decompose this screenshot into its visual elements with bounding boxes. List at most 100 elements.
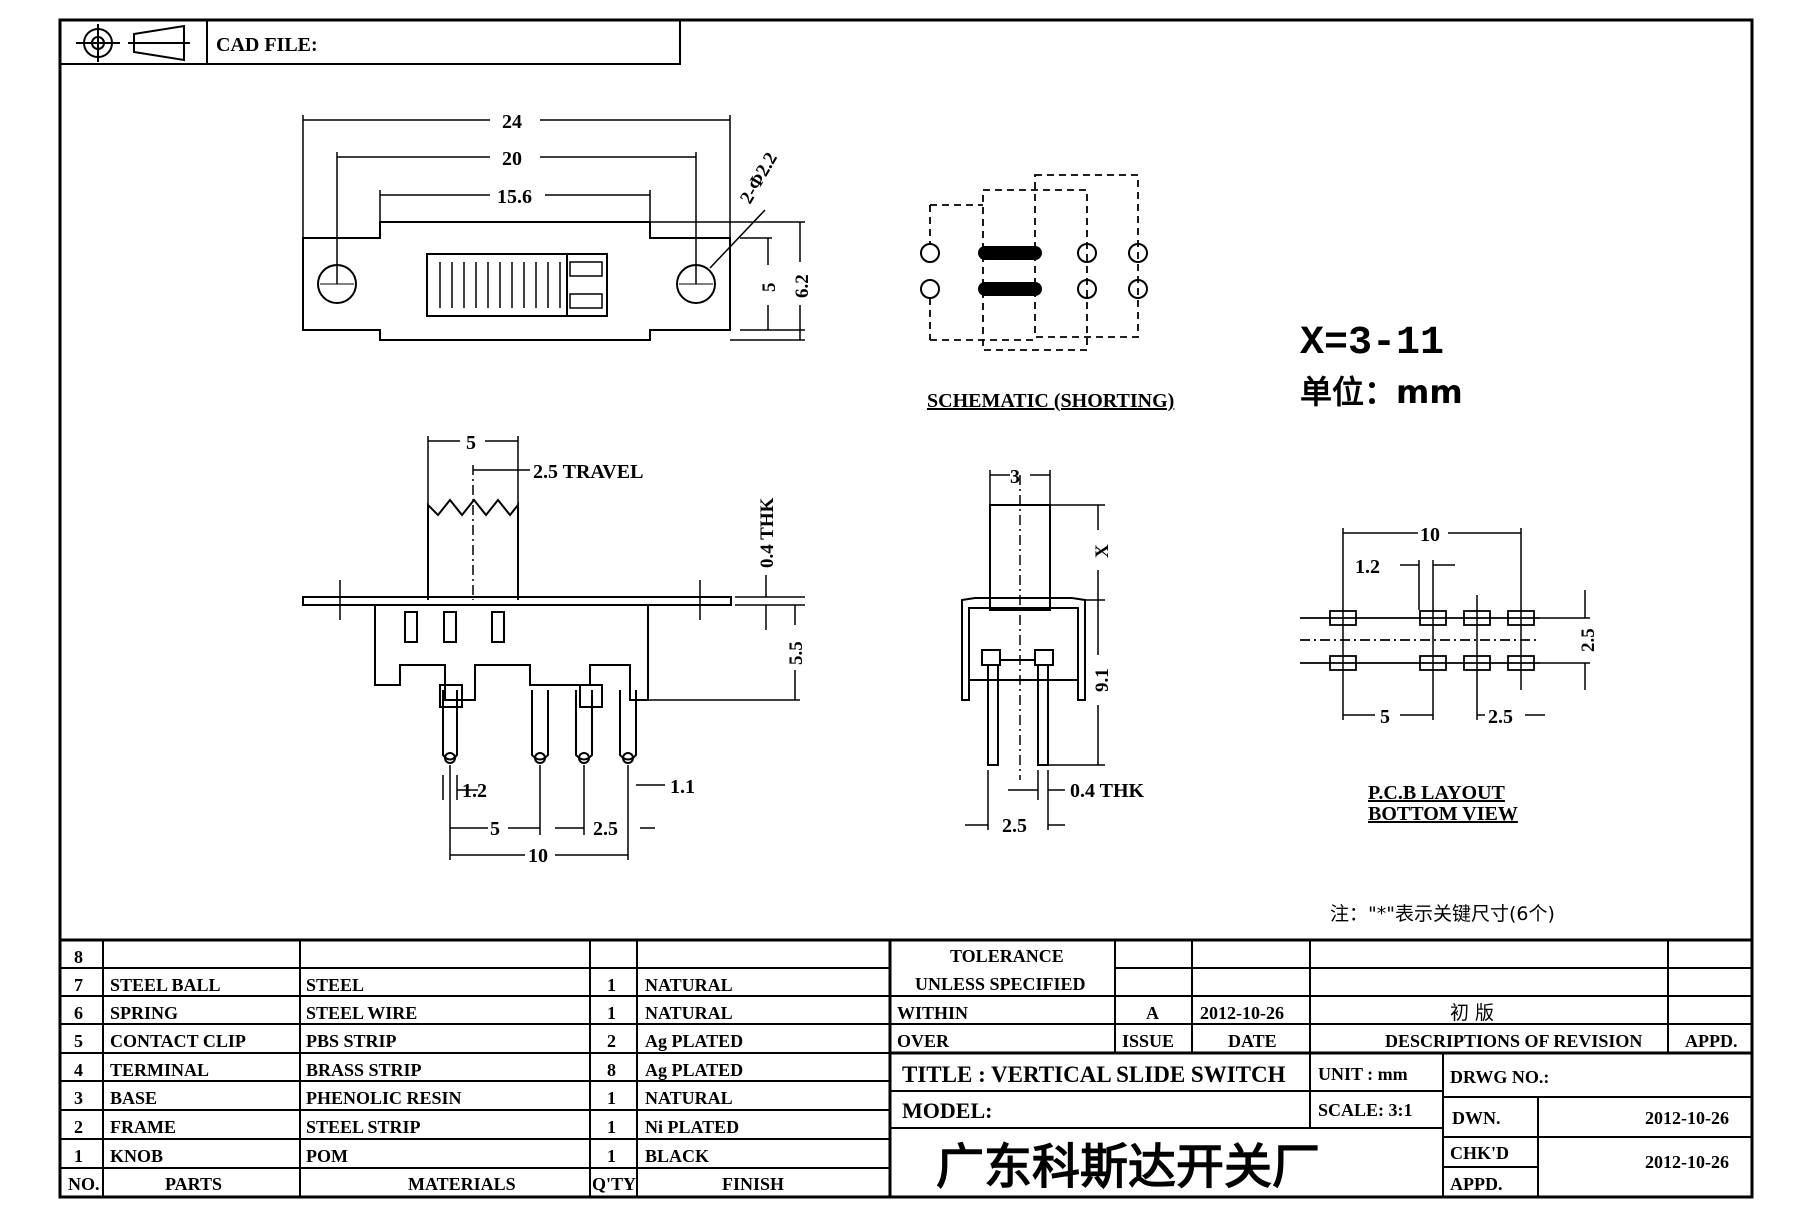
svg-text:1: 1 <box>607 1146 616 1166</box>
dim-20: 20 <box>502 148 522 170</box>
svg-text:BLACK: BLACK <box>645 1146 709 1166</box>
end-dim-3: 3 <box>1010 466 1020 488</box>
projection-symbol-icon <box>76 24 190 62</box>
side-dim-1-2: 1.2 <box>462 780 487 802</box>
revision-desc: 初 版 <box>1450 1002 1494 1024</box>
unit-label: UNIT : mm <box>1318 1064 1408 1084</box>
side-dim-1-1: 1.1 <box>670 776 695 798</box>
footnote: 注："*"表示关键尺寸(6个) <box>1330 903 1555 925</box>
side-dim-10: 10 <box>528 845 548 867</box>
tolerance-label: TOLERANCE <box>950 946 1064 966</box>
svg-text:8: 8 <box>74 947 83 967</box>
table-row: 8 <box>74 947 83 967</box>
svg-text:KNOB: KNOB <box>110 1146 163 1166</box>
date-value: 2012-10-26 <box>1200 1003 1284 1023</box>
model-label: MODEL: <box>902 1098 992 1123</box>
svg-text:8: 8 <box>607 1060 616 1080</box>
svg-text:4: 4 <box>74 1060 83 1080</box>
dim-24: 24 <box>502 111 522 133</box>
svg-text:1: 1 <box>607 1117 616 1137</box>
pcb-label-2: BOTTOM VIEW <box>1368 803 1518 825</box>
svg-text:PARTS: PARTS <box>165 1174 222 1194</box>
svg-text:NATURAL: NATURAL <box>645 1088 733 1108</box>
dim-6-2: 6.2 <box>792 274 813 298</box>
cad-file-label: CAD FILE: <box>216 34 318 56</box>
drawn-label: DWN. <box>1452 1108 1501 1128</box>
side-dim-5b: 5 <box>490 818 500 840</box>
unit-note: 单位：mm <box>1300 373 1463 411</box>
svg-text:NO.: NO. <box>68 1174 100 1194</box>
table-row: 1 KNOB POM 1 BLACK <box>74 1146 709 1166</box>
appd-label: APPD. <box>1685 1031 1738 1051</box>
x-value-label: X=3-11 <box>1300 321 1444 366</box>
svg-text:CONTACT CLIP: CONTACT CLIP <box>110 1031 246 1051</box>
table-row: 4 TERMINAL BRASS STRIP 8 Ag PLATED <box>74 1060 743 1080</box>
schematic-diagram <box>920 174 1148 351</box>
drawing-title: TITLE : VERTICAL SLIDE SWITCH <box>902 1062 1286 1087</box>
pcb-dim-5: 5 <box>1380 706 1390 728</box>
svg-text:FINISH: FINISH <box>722 1174 784 1194</box>
end-view <box>961 470 1105 830</box>
approved-label: APPD. <box>1450 1174 1503 1194</box>
drawn-date: 2012-10-26 <box>1645 1108 1729 1128</box>
svg-text:STEEL BALL: STEEL BALL <box>110 975 221 995</box>
svg-text:MATERIALS: MATERIALS <box>408 1174 516 1194</box>
schematic-label: SCHEMATIC (SHORTING) <box>927 390 1174 412</box>
end-dim-9-1: 9.1 <box>1092 668 1113 692</box>
svg-text:Ni PLATED: Ni PLATED <box>645 1117 739 1137</box>
svg-text:3: 3 <box>74 1088 83 1108</box>
drawing-number-label: DRWG NO.: <box>1450 1067 1549 1087</box>
svg-text:Ag PLATED: Ag PLATED <box>645 1060 743 1080</box>
table-row: 3 BASE PHENOLIC RESIN 1 NATURAL <box>74 1088 733 1108</box>
pcb-dim-1-2: 1.2 <box>1355 556 1380 578</box>
side-dim-2-5: 2.5 <box>593 818 618 840</box>
svg-text:STEEL: STEEL <box>306 975 364 995</box>
table-row: 5 CONTACT CLIP PBS STRIP 2 Ag PLATED <box>74 1031 743 1051</box>
svg-text:1: 1 <box>607 1003 616 1023</box>
svg-text:PHENOLIC RESIN: PHENOLIC RESIN <box>306 1088 462 1108</box>
svg-text:STEEL WIRE: STEEL WIRE <box>306 1003 417 1023</box>
side-dim-5: 5 <box>466 432 476 454</box>
svg-text:STEEL STRIP: STEEL STRIP <box>306 1117 421 1137</box>
side-dim-thk: 0.4 THK <box>757 497 778 568</box>
scale-label: SCALE: 3:1 <box>1318 1100 1413 1120</box>
issue-value: A <box>1146 1003 1159 1023</box>
end-dim-x: X <box>1092 544 1113 558</box>
svg-text:2: 2 <box>607 1031 616 1051</box>
header-box <box>59 19 681 65</box>
svg-text:1: 1 <box>607 1088 616 1108</box>
table-header-row: NO. PARTS MATERIALS Q'TY FINISH <box>68 1174 784 1194</box>
pcb-dim-2-5: 2.5 <box>1488 706 1513 728</box>
svg-text:Q'TY: Q'TY <box>592 1174 636 1194</box>
title-block <box>890 940 1752 1197</box>
svg-text:5: 5 <box>74 1031 83 1051</box>
svg-text:PBS STRIP: PBS STRIP <box>306 1031 397 1051</box>
svg-text:1: 1 <box>74 1146 83 1166</box>
bom-rows: 8 7 STEEL BALL STEEL 1 NATURAL 6 SPRING … <box>68 947 784 1194</box>
pcb-dim-2-5v: 2.5 <box>1578 628 1599 652</box>
date-label: DATE <box>1228 1031 1277 1051</box>
svg-text:NATURAL: NATURAL <box>645 975 733 995</box>
unless-specified-label: UNLESS SPECIFIED <box>915 974 1086 994</box>
svg-text:1: 1 <box>607 975 616 995</box>
table-row: 7 STEEL BALL STEEL 1 NATURAL <box>74 975 733 995</box>
svg-text:Ag PLATED: Ag PLATED <box>645 1031 743 1051</box>
top-view <box>302 115 805 341</box>
end-dim-2-5: 2.5 <box>1002 815 1027 837</box>
dim-hole: 2-Φ2.2 <box>736 149 782 207</box>
table-row: 2 FRAME STEEL STRIP 1 Ni PLATED <box>74 1117 739 1137</box>
end-dim-thk: 0.4 THK <box>1070 780 1145 802</box>
svg-text:SPRING: SPRING <box>110 1003 178 1023</box>
svg-text:POM: POM <box>306 1146 348 1166</box>
svg-text:6: 6 <box>74 1003 83 1023</box>
svg-text:NATURAL: NATURAL <box>645 1003 733 1023</box>
bom-table <box>60 938 1752 1197</box>
side-view <box>302 436 805 860</box>
svg-text:BASE: BASE <box>110 1088 157 1108</box>
issue-label: ISSUE <box>1122 1031 1174 1051</box>
side-dim-travel: 2.5 TRAVEL <box>533 461 643 483</box>
dim-15-6: 15.6 <box>497 186 532 208</box>
svg-text:TERMINAL: TERMINAL <box>110 1060 209 1080</box>
svg-text:7: 7 <box>74 975 83 995</box>
